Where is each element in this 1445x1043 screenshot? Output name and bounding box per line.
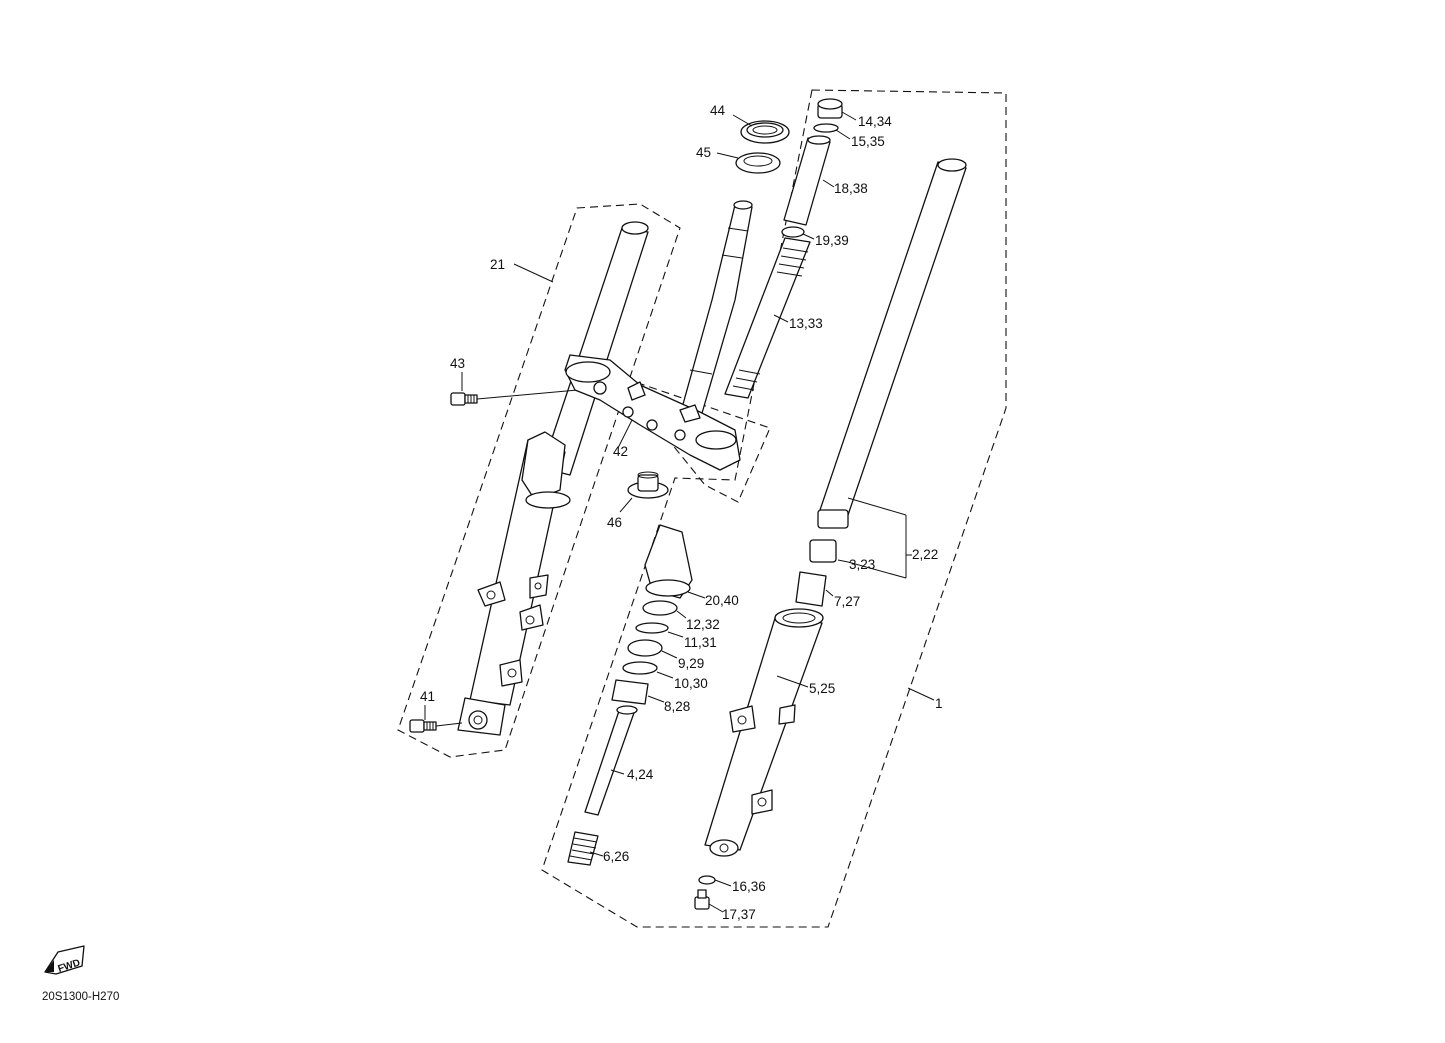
outer-tube-5-25 bbox=[704, 608, 824, 857]
callout-46: 46 bbox=[607, 515, 622, 530]
callout-16-36: 16,36 bbox=[732, 879, 766, 894]
callout-5-25: 5,25 bbox=[809, 681, 835, 696]
bushing-7-27 bbox=[795, 571, 827, 607]
callout-6-26: 6,26 bbox=[603, 849, 629, 864]
callout-4-24: 4,24 bbox=[627, 767, 654, 782]
spring-6-26 bbox=[567, 831, 599, 866]
callout-21: 21 bbox=[490, 257, 505, 272]
washer-16-36 bbox=[698, 875, 716, 885]
callout-9-29: 9,29 bbox=[678, 656, 704, 671]
callout-7-27: 7,27 bbox=[834, 594, 860, 609]
damper-rod-4-24 bbox=[584, 705, 638, 816]
callout-12-32: 12,32 bbox=[686, 617, 720, 632]
callout-14-34: 14,34 bbox=[858, 114, 892, 129]
callout-18-38: 18,38 bbox=[834, 181, 868, 196]
bolt-17-37 bbox=[694, 889, 710, 910]
callout-20-40: 20,40 bbox=[705, 593, 739, 608]
callout-41: 41 bbox=[420, 689, 435, 704]
inner-tube-2-22 bbox=[817, 158, 967, 529]
group-boundary-left-fork bbox=[397, 203, 681, 758]
callout-43: 43 bbox=[450, 356, 465, 371]
group-boundary-right-fork bbox=[541, 89, 1007, 928]
callout-42: 42 bbox=[613, 444, 628, 459]
callout-10-30: 10,30 bbox=[674, 676, 708, 691]
leader-lines bbox=[424, 111, 935, 913]
washer-19-39 bbox=[781, 226, 805, 238]
reference-code: 20S1300-H270 bbox=[42, 991, 119, 1003]
callout-45: 45 bbox=[696, 145, 711, 160]
bearing-44-45 bbox=[735, 120, 790, 174]
callout-19-39: 19,39 bbox=[815, 233, 849, 248]
outer-cover-20-40 bbox=[644, 524, 693, 599]
washer-10-30 bbox=[622, 661, 658, 675]
callout-1: 1 bbox=[935, 696, 943, 711]
bolt-41 bbox=[409, 719, 463, 733]
bushing-8-28 bbox=[611, 679, 649, 705]
clip-11-31 bbox=[635, 622, 669, 634]
callout-13-33: 13,33 bbox=[789, 316, 823, 331]
callout-11-31: 11,31 bbox=[684, 635, 717, 650]
oil-seal-9-29 bbox=[627, 639, 663, 657]
callout-15-35: 15,35 bbox=[851, 134, 885, 149]
callout-17-37: 17,37 bbox=[722, 907, 756, 922]
fwd-arrow-icon: FWD bbox=[44, 945, 85, 975]
under-bracket-42 bbox=[564, 200, 753, 471]
spring-13-33 bbox=[724, 237, 811, 399]
seal-12-32 bbox=[642, 600, 678, 616]
callout-2-22: 2,22 bbox=[912, 547, 938, 562]
callout-8-28: 8,28 bbox=[664, 699, 690, 714]
bushing-3-23 bbox=[809, 539, 837, 563]
cap-bolt-14-34 bbox=[813, 98, 843, 133]
left-fork-assembly bbox=[457, 221, 649, 736]
washer-nut-46 bbox=[627, 471, 669, 499]
callout-44: 44 bbox=[710, 103, 726, 118]
spacer-18-38 bbox=[783, 135, 831, 226]
callout-3-23: 3,23 bbox=[849, 557, 875, 572]
